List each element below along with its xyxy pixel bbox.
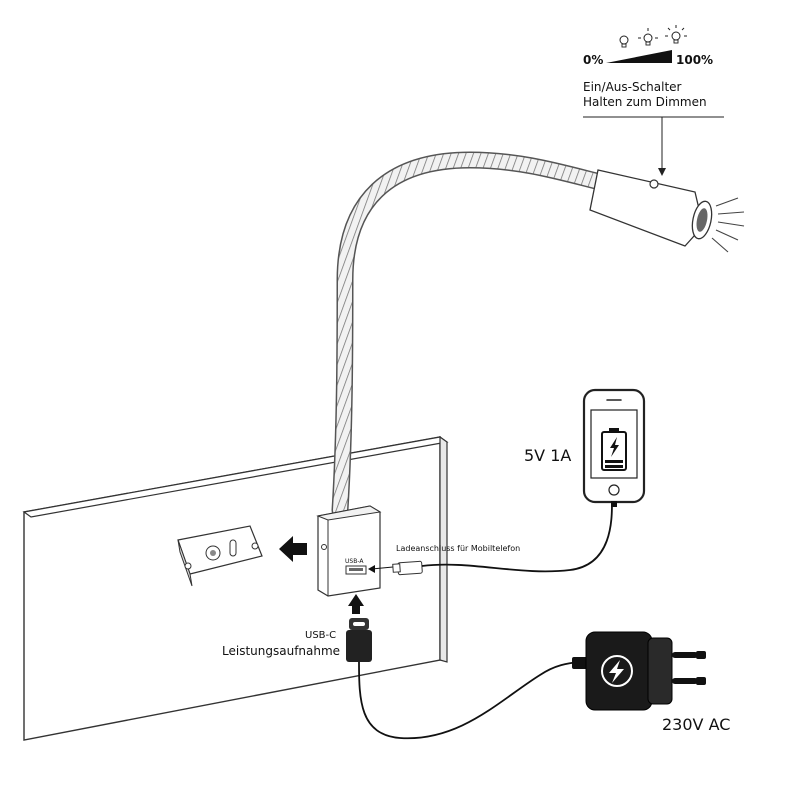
lamp-head <box>589 169 745 253</box>
power-input-label: Leistungsaufnahme <box>222 644 340 658</box>
phone-cable <box>421 501 613 573</box>
lightning-icon <box>601 655 633 687</box>
dimmer-switch-button[interactable] <box>649 179 659 189</box>
switch-label-line2: Halten zum Dimmen <box>583 95 707 109</box>
usb-c-label: USB-C <box>305 630 336 641</box>
charging-port-arrow <box>368 565 375 573</box>
adapter-spec-label: 230V AC <box>662 715 730 734</box>
mount-direction-arrow <box>279 536 307 562</box>
screw-icon <box>321 544 327 550</box>
dimmer-min-label: 0% <box>583 53 603 67</box>
wall-board <box>22 435 449 741</box>
usb-c-up-arrow <box>348 594 364 614</box>
battery-charging-icon <box>601 428 627 471</box>
power-adapter <box>572 631 706 711</box>
bulb-full-icon <box>665 25 687 44</box>
dimmer-legend: 0% 100% Ein/Aus-Schalter Halten zum Dimm… <box>583 25 724 176</box>
switch-label-line1: Ein/Aus-Schalter <box>583 80 682 94</box>
dimmer-max-label: 100% <box>676 53 713 67</box>
usb-a-plug <box>392 560 423 576</box>
dimming-ramp <box>606 50 672 63</box>
smartphone <box>582 388 646 507</box>
phone-spec-label: 5V 1A <box>524 446 571 465</box>
usb-a-label: USB-A <box>345 558 364 565</box>
light-rays-icon <box>711 197 745 253</box>
bulb-half-icon <box>638 28 658 46</box>
usb-c-plug <box>346 618 372 662</box>
charging-port-label: Ladeanschluss für Mobiltelefon <box>396 544 520 553</box>
power-cable <box>358 661 581 740</box>
bulb-off-icon <box>619 35 629 48</box>
mounting-bracket <box>177 525 263 587</box>
lamp-base-box: USB-A <box>316 505 382 597</box>
